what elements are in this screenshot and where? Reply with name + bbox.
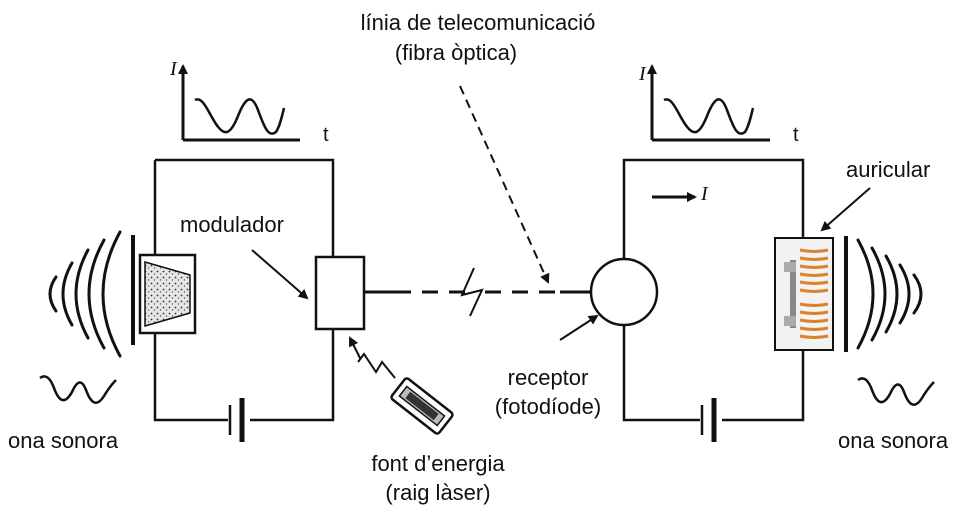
fiber-label-arrow [459, 85, 550, 284]
current-graph-left [178, 64, 300, 142]
receiver-label-arrow [559, 314, 599, 341]
sound-waves-right [856, 238, 923, 350]
receiver-circuit [622, 158, 805, 422]
current-arrow-label: I [701, 183, 708, 205]
earphone-label: auricular [846, 157, 931, 182]
photodiode [589, 257, 659, 327]
modulator-label-arrow [251, 249, 309, 300]
sound-wave-sample-left [39, 375, 117, 404]
energy-source-sublabel: (raig làser) [385, 480, 491, 505]
fiber-line-subtitle: (fibra òptica) [394, 40, 518, 65]
energy-source-label: font d’energia [371, 451, 505, 476]
graph-right-time-label: t [793, 124, 799, 146]
receiver-label: receptor [507, 365, 589, 390]
transmitter-circuit [153, 158, 335, 422]
modulator-label: modulador [180, 212, 284, 237]
earphone [774, 236, 848, 352]
battery-right [700, 398, 717, 442]
receiver-sublabel: (fotodíode) [494, 394, 602, 419]
current-graph-right [647, 64, 770, 142]
fiber-line-title: línia de telecomunicació [360, 10, 596, 35]
modulator-box [314, 255, 366, 331]
graph-left-current-label: I [170, 58, 177, 80]
earphone-label-arrow [820, 187, 871, 232]
microphone [131, 235, 197, 345]
sound-wave-sample-right [857, 377, 935, 406]
graph-right-current-label: I [639, 63, 646, 85]
sound-wave-label-right: ona sonora [838, 428, 949, 453]
sound-waves-left [48, 230, 122, 358]
laser-source [349, 336, 454, 435]
optical-fiber-line [364, 267, 590, 317]
battery-left [228, 398, 245, 442]
sound-wave-label-left: ona sonora [8, 428, 119, 453]
graph-left-time-label: t [323, 124, 329, 146]
